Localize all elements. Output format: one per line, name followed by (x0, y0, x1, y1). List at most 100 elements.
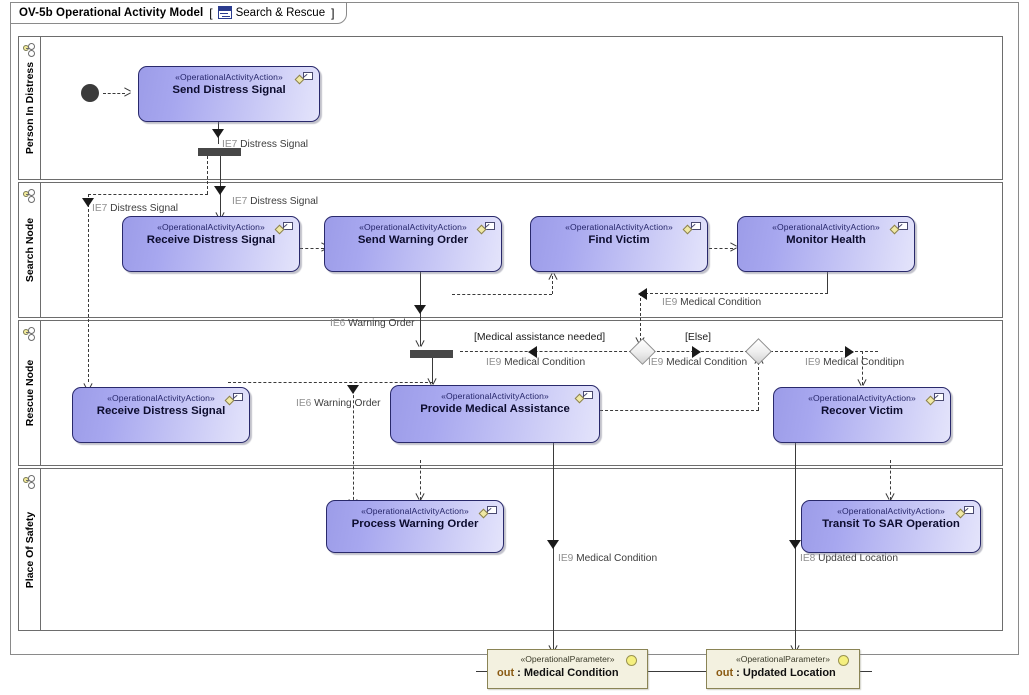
action-name: Transit To SAR Operation (822, 518, 960, 531)
edge-param-left-stub (476, 671, 488, 672)
action-name: Find Victim (588, 234, 650, 247)
action-send-distress-signal[interactable]: «OperationalActivityAction» Send Distres… (138, 66, 320, 122)
bracket-open: [ (209, 6, 213, 20)
parameter-medical-condition[interactable]: «OperationalParameter» out : Medical Con… (487, 649, 648, 689)
edge-monitor-down2 (640, 293, 641, 341)
parameter-pin-icon (626, 655, 637, 666)
arrowhead-down (789, 540, 801, 549)
arrowhead-left (638, 288, 647, 300)
edge-sendwarn-to-find-v (552, 276, 553, 294)
parameter-updated-location[interactable]: «OperationalParameter» out : Updated Loc… (706, 649, 860, 689)
action-send-warning-order[interactable]: «OperationalActivityAction» Send Warning… (324, 216, 502, 272)
arrowhead-open-down (416, 339, 425, 348)
action-badge-icon (925, 393, 944, 407)
edge-label-ie9-c: IE9 Medical Condition (648, 357, 748, 368)
edge-decision2-right (770, 351, 878, 352)
action-badge-icon (274, 222, 293, 236)
action-badge-icon (224, 393, 243, 407)
swimlane-label: Rescue Node (23, 359, 36, 427)
page-title: OV-5b Operational Activity Model (19, 7, 204, 19)
action-stereotype: «OperationalActivityAction» (772, 222, 880, 232)
arrowhead-down (347, 385, 359, 394)
parameter-name: out : Updated Location (716, 667, 836, 679)
edge-label-ie7-b: IE7 Distress Signal (92, 203, 179, 214)
action-name: Send Warning Order (357, 234, 469, 247)
action-monitor-health[interactable]: «OperationalActivityAction» Monitor Heal… (737, 216, 915, 272)
action-stereotype: «OperationalActivityAction» (837, 506, 945, 516)
action-stereotype: «OperationalActivityAction» (808, 393, 916, 403)
arrowhead-down (547, 540, 559, 549)
action-receive-distress-signal-rescue[interactable]: «OperationalActivityAction» Receive Dist… (72, 387, 250, 443)
arrowhead-down (414, 305, 426, 314)
edge-fork1-left-v (207, 156, 208, 194)
action-name: Provide Medical Assistance (420, 403, 570, 416)
action-badge-icon (682, 222, 701, 236)
edge-into-pma (432, 368, 433, 384)
action-name: Send Distress Signal (172, 84, 286, 97)
action-badge-icon (294, 72, 313, 86)
action-name: Recover Victim (820, 405, 904, 418)
action-stereotype: «OperationalActivityAction» (361, 506, 469, 516)
edge-sendwarn-to-find-h (452, 294, 552, 295)
swimlane-label: Person In Distress (23, 61, 36, 155)
action-stereotype: «OperationalActivityAction» (565, 222, 673, 232)
action-find-victim[interactable]: «OperationalActivityAction» Find Victim (530, 216, 708, 272)
edge-param-right-stub (860, 671, 872, 672)
action-provide-medical-assistance[interactable]: «OperationalActivityAction» Provide Medi… (390, 385, 600, 443)
arrowhead-right (692, 346, 701, 358)
initial-node[interactable] (81, 84, 99, 102)
parameter-stereotype: «OperationalParameter» (520, 654, 615, 664)
action-stereotype: «OperationalActivityAction» (157, 222, 265, 232)
action-stereotype: «OperationalActivityAction» (359, 222, 467, 232)
fork-bar-1 (198, 148, 241, 156)
edge-label-ie9-a: IE9 Medical Condition (662, 297, 762, 308)
action-name: Monitor Health (786, 234, 866, 247)
edge-pma-to-merge-h (600, 410, 759, 411)
action-stereotype: «OperationalActivityAction» (441, 391, 549, 401)
parameter-direction: out (716, 667, 734, 679)
action-badge-icon (889, 222, 908, 236)
action-recover-victim[interactable]: «OperationalActivityAction» Recover Vict… (773, 387, 951, 443)
diagram-title-tab: OV-5b Operational Activity Model [ Searc… (10, 2, 348, 24)
edge-fork2-left-h (228, 382, 433, 383)
edge-to-receive-1 (220, 196, 221, 216)
action-badge-icon (478, 506, 497, 520)
node-icon (23, 43, 37, 59)
edge-decision2-down (862, 351, 863, 385)
action-badge-icon (476, 222, 495, 236)
edge-initial-to-send (103, 93, 125, 94)
fork-bar-2 (410, 350, 453, 358)
edge-sendwarn-down2 (420, 320, 421, 346)
swimlane-label: Place Of Safety (23, 511, 36, 588)
action-process-warning-order[interactable]: «OperationalActivityAction» Process Warn… (326, 500, 504, 553)
action-stereotype: «OperationalActivityAction» (175, 72, 283, 82)
action-transit-to-sar-operation[interactable]: «OperationalActivityAction» Transit To S… (801, 500, 981, 553)
arrowhead-open-right (124, 88, 133, 97)
edge-label-ie9-d: IE9 Medical Conditipn (805, 357, 905, 368)
edge-fork1-left-down (88, 194, 89, 382)
edge-decision1-left (460, 351, 632, 352)
edge-label-ie7-c: IE7 Distress Signal (232, 196, 319, 207)
edge-label-ie9-b: IE9 Medical Condition (486, 357, 586, 368)
parameter-pin-icon (838, 655, 849, 666)
node-icon (23, 327, 37, 343)
action-badge-icon (955, 506, 974, 520)
edge-sendwarn-down (420, 272, 421, 320)
swimlane-header: Place Of Safety (19, 469, 41, 630)
edge-label-ie6-a: IE6 Warning Order (330, 318, 415, 329)
arrowhead-right (845, 346, 854, 358)
edge-into-decision2-v (758, 362, 759, 410)
action-stereotype: «OperationalActivityAction» (107, 393, 215, 403)
action-badge-icon (574, 391, 593, 405)
arrowhead-open-down (858, 378, 867, 387)
edge-to-process-warning (420, 460, 421, 500)
node-icon (23, 475, 37, 491)
node-icon (23, 189, 37, 205)
action-name: Receive Distress Signal (96, 405, 226, 418)
swimlane-header: Rescue Node (19, 321, 41, 465)
action-receive-distress-signal-search[interactable]: «OperationalActivityAction» Receive Dist… (122, 216, 300, 272)
edge-receive-to-sendwarn (300, 248, 324, 249)
action-name: Receive Distress Signal (146, 234, 276, 247)
edge-find-to-monitor (709, 248, 733, 249)
